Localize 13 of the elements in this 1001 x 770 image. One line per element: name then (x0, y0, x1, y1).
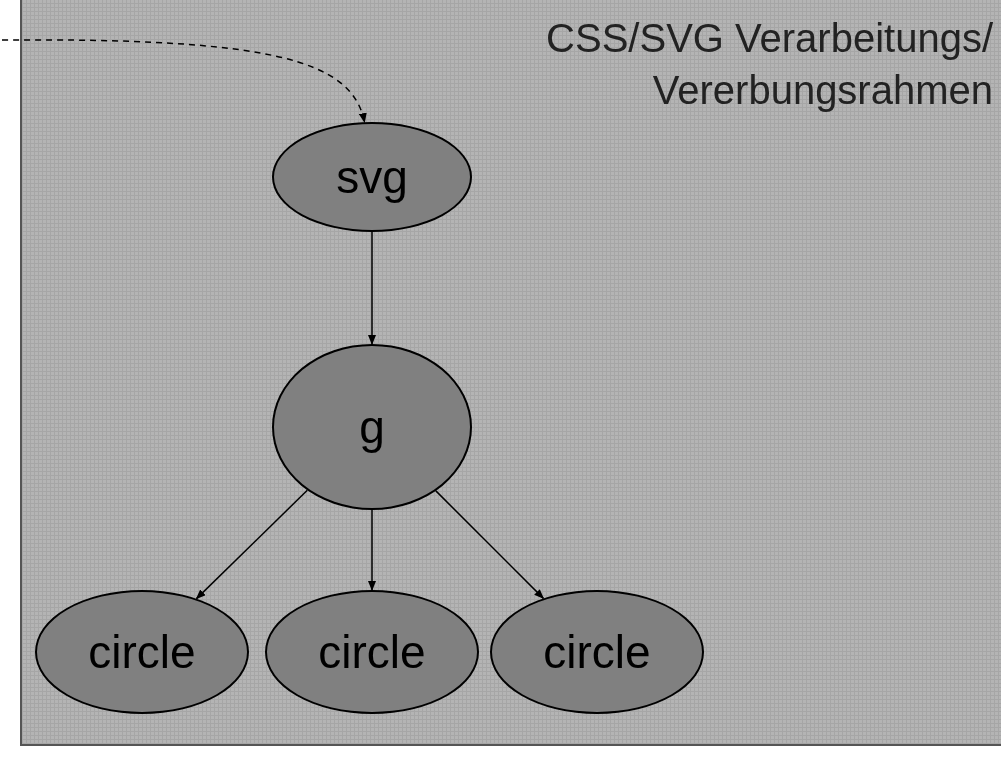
frame-title: CSS/SVG Verarbeitungs/ Vererbungsrahmen (545, 15, 993, 114)
arrow (368, 231, 376, 345)
element-name: circle (88, 629, 196, 675)
element-ellipse (272, 122, 472, 232)
element-name: circle (318, 629, 426, 675)
element-name: circle (543, 629, 651, 675)
arrow (435, 490, 545, 600)
element-ellipse (35, 590, 249, 714)
element-ellipse (272, 344, 472, 510)
element-ellipse (490, 590, 704, 714)
arrow (1, 39, 366, 124)
arrow (368, 509, 376, 591)
element-ellipse (265, 590, 479, 714)
